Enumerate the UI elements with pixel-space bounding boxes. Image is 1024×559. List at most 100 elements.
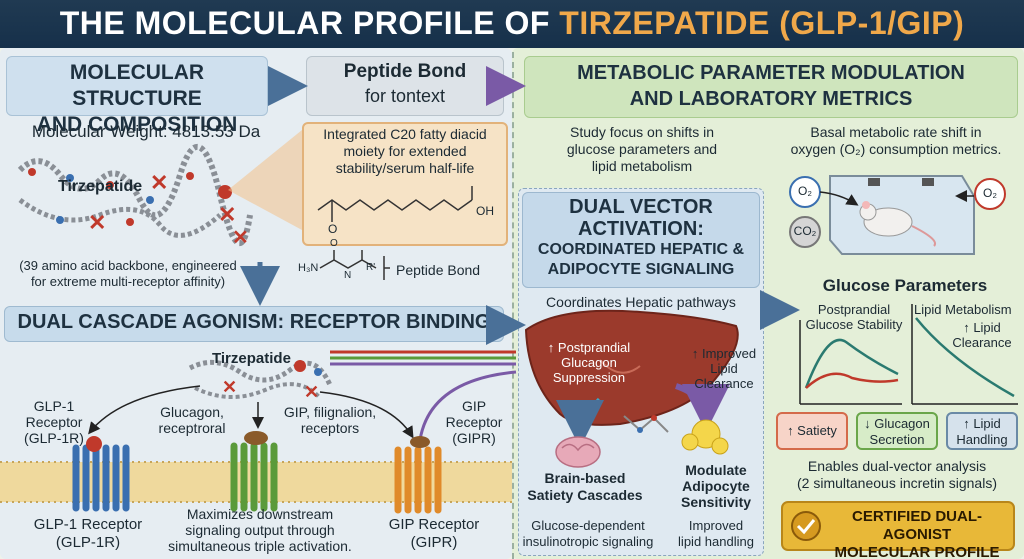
brain-sub-line1: Glucose-dependent — [531, 518, 645, 533]
glucagon-label: Glucagon, receptroral — [146, 404, 238, 436]
dual-header-line2: ACTIVATION: — [578, 218, 704, 240]
glucagon-line2: receptroral — [158, 420, 226, 436]
pp-line2: Glucagon — [561, 355, 617, 370]
molecule-label: Tirzepatide — [58, 178, 143, 195]
postprandial-line2: Glucose Stability — [805, 317, 903, 332]
badge-line1: CERTIFIED DUAL-AGONIST — [852, 508, 982, 543]
postprandial-line1: Postprandial — [817, 302, 891, 317]
brain-line2: Satiety Cascades — [527, 487, 643, 503]
enables-line1: Enables dual-vector analysis — [807, 458, 987, 474]
svg-text:✕: ✕ — [218, 202, 236, 227]
glp1-receptor — [72, 436, 130, 512]
peptide-header-line1: Peptide Bond — [343, 61, 467, 82]
brain-line1: Brain-based — [544, 470, 626, 486]
o-label: O — [328, 222, 338, 236]
gip-bottom-line2: (GIPR) — [410, 534, 458, 551]
glucose-header: Glucose Parameters — [822, 276, 988, 295]
svg-text:✕: ✕ — [232, 227, 249, 249]
brain-sub-line2: insulinotropic signaling — [522, 534, 654, 549]
backbone-line1: (39 amino acid backbone, engineered — [19, 258, 237, 273]
moiety-line3: stability/serum half-life — [335, 160, 475, 176]
study-line2: glucose parameters and — [566, 141, 718, 157]
co2-label: CO₂ — [793, 224, 817, 238]
glp1-top-line3: (GLP-1R) — [24, 430, 84, 446]
study-line1: Study focus on shifts in — [570, 124, 714, 140]
satiety-button[interactable]: ↑ Satiety — [776, 412, 848, 450]
gip-bottom-line1: GIP Receptor — [388, 516, 480, 533]
metabolic-header-line1: METABOLIC PARAMETER MODULATION — [577, 62, 965, 84]
gip-top-line3: (GIPR) — [452, 430, 496, 446]
enables-text: Enables dual-vector analysis (2 simultan… — [770, 458, 1024, 492]
glucagon-btn-line2: Secretion — [869, 432, 925, 447]
molecule-icon: ✕ ✕ ✕ ✕ — [17, 130, 302, 249]
fatty-acid-structure — [317, 186, 473, 222]
glp1-bottom-line1: GLP-1 Receptor — [33, 516, 143, 533]
mouse-icon — [859, 201, 936, 247]
cascade-arrows — [88, 370, 517, 441]
n-label: N — [344, 270, 352, 281]
gip-bottom-label: GIP Receptor (GIPR) — [364, 516, 504, 552]
brain-sub: Glucose-dependent insulinotropic signali… — [514, 518, 662, 550]
glucagon-button[interactable]: ↓ Glucagon Secretion — [856, 412, 938, 450]
pp-label: ↑ Postprandial Glucagon Suppression — [536, 340, 642, 385]
moiety-line1: Integrated C20 fatty diacid — [323, 126, 487, 142]
svg-text:✕: ✕ — [304, 382, 319, 402]
backbone-line2: for extreme multi-receptor affinity) — [30, 274, 226, 289]
liver-arrows — [556, 383, 730, 448]
lipid-clear-line2: Clearance — [952, 335, 1012, 350]
cascade-molecule: ✕ ✕ — [188, 359, 333, 402]
molecular-weight: Molecular Weight: 4813.53 Da — [31, 122, 261, 141]
center-line3: simultaneous triple activation. — [168, 538, 352, 554]
pp-line1: ↑ Postprandial — [547, 340, 631, 355]
cascade-header: DUAL CASCADE AGONISM: RECEPTOR BINDING — [17, 311, 491, 333]
center-label: Maximizes downstream signaling output th… — [160, 506, 360, 554]
gip-mid-label: GIP, filignalion, receptors — [270, 404, 390, 436]
hn-label: H₃N — [298, 262, 319, 274]
backbone-text: (39 amino acid backbone, engineered for … — [4, 258, 252, 290]
dual-header-line3: COORDINATED HEPATIC & — [537, 241, 745, 258]
arrow-icon — [240, 66, 800, 330]
peptide-header-line2: for tontext — [364, 86, 446, 106]
gip-receptor — [394, 436, 442, 514]
peptide-header: Peptide Bond for tontext — [306, 60, 504, 108]
moiety-line2: moiety for extended — [343, 143, 467, 159]
peptide-bond-label: Peptide Bond — [396, 262, 481, 278]
lipid-chart — [911, 304, 1018, 405]
svg-text:✕: ✕ — [88, 210, 106, 235]
basal-line2: oxygen (O₂) consumption metrics. — [790, 141, 1002, 157]
glucagon-btn-line1: ↓ Glucagon — [864, 416, 930, 431]
molecule-network — [623, 415, 669, 433]
certificate-icon — [781, 501, 1015, 551]
adipo-sub: Improved lipid handling — [668, 518, 764, 550]
structure-header-panel — [6, 56, 268, 116]
title-bar — [0, 0, 1024, 48]
adipo-sub-line2: lipid handling — [678, 534, 754, 549]
adipo-line2: Adipocyte — [682, 478, 750, 494]
pp-line3: Suppression — [552, 370, 626, 385]
dual-header-line1: DUAL VECTOR — [569, 196, 713, 218]
title-main: THE MOLECULAR PROFILE OF — [59, 5, 560, 41]
gip-mid-line2: receptors — [300, 420, 360, 436]
cascade-molecule-label: Tirzepatide — [212, 350, 291, 367]
peptide-bond-structure — [319, 250, 390, 280]
basal-line1: Basal metabolic rate shift in — [810, 124, 982, 140]
brain-icon — [555, 436, 601, 468]
title-accent: TIRZEPATIDE (GLP-1/GIP) — [559, 5, 965, 41]
postprandial-label: Postprandial Glucose Stability — [800, 302, 908, 332]
metabolic-header-line2: AND LABORATORY METRICS — [629, 88, 913, 110]
o2-left-label: O₂ — [798, 184, 812, 198]
moiety-text: Integrated C20 fatty diacid moiety for e… — [302, 126, 508, 177]
lipid-button[interactable]: ↑ Lipid Handling — [946, 412, 1018, 450]
improved-label: ↑ Improved Lipid Clearance — [684, 346, 764, 391]
moiety-box — [302, 122, 508, 246]
basal-text: Basal metabolic rate shift in oxygen (O₂… — [770, 124, 1022, 158]
badge-line2: MOLECULAR PROFILE — [834, 544, 1000, 559]
glp1-top-line2: Receptor — [25, 414, 83, 430]
improved-line1: ↑ Improved — [691, 346, 757, 361]
gas-circles — [789, 176, 1006, 248]
gip-top-label: GIP Receptor (GIPR) — [440, 398, 508, 446]
lipid-btn-line2: Handling — [956, 432, 1008, 447]
fat-cell-icon — [681, 419, 729, 455]
dual-header-panel — [522, 192, 760, 288]
signal-lines — [330, 305, 526, 366]
